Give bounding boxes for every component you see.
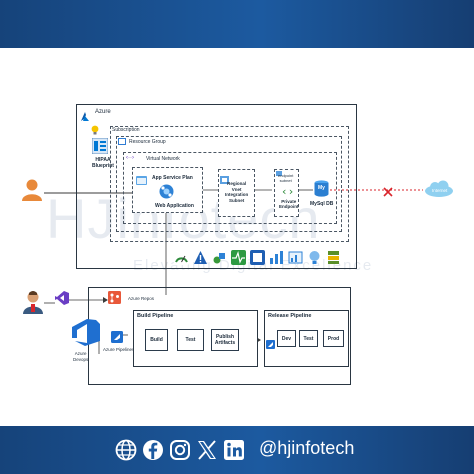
workbook-icon	[288, 250, 303, 265]
internet-cloud-icon	[424, 180, 454, 198]
azure-pipelines-icon	[111, 330, 123, 343]
endpoint-subnet-icon	[276, 171, 282, 176]
azure-pipelines-label: Azure Pipelines	[103, 347, 135, 352]
azure-repos-label: Azure Repos	[128, 296, 155, 301]
app-service-plan-label: App Service Plan	[152, 175, 193, 181]
app-service-plan-icon	[136, 172, 147, 185]
build-stage-build: Build	[145, 329, 168, 351]
release-stage-prod: Prod	[323, 330, 344, 347]
x-icon[interactable]	[194, 437, 220, 463]
linkedin-icon[interactable]	[221, 437, 247, 463]
social-handle[interactable]: @hjinfotech	[259, 438, 355, 458]
instagram-icon[interactable]	[167, 437, 193, 463]
azure-repos-icon	[108, 291, 121, 304]
storage-icon	[250, 250, 265, 265]
internet-label: Internet	[432, 188, 448, 193]
watermark-tagline: Elevating Digital Excellence	[133, 257, 374, 274]
user-icon	[20, 178, 44, 202]
resource-group-label: Resource Group	[129, 139, 166, 145]
web-application-icon	[159, 184, 174, 199]
visual-studio-icon	[55, 291, 69, 305]
warning-icon	[193, 250, 208, 265]
resource-group-boundary	[116, 136, 342, 232]
blueprint-icon	[91, 137, 109, 155]
virtual-network-icon: ‹··›	[126, 155, 134, 161]
private-endpoint-label: Private Endpoint	[279, 199, 299, 209]
virtual-network-label: Virtual Network	[146, 156, 180, 162]
hipaa-label: HIPAA Blueprint	[92, 157, 114, 169]
facebook-icon[interactable]	[140, 437, 166, 463]
private-endpoint-icon: ‹›	[281, 184, 294, 198]
build-pipeline-label: Build Pipeline	[137, 313, 174, 319]
azure-logo-icon	[80, 108, 90, 121]
web-application-label: Web Application	[155, 203, 194, 209]
regional-vnet-label: Regional Vnet Integration Subnet	[225, 181, 249, 203]
mysql-db-icon	[314, 180, 329, 197]
mysql-badge: My	[318, 185, 325, 191]
lightbulb-icon	[91, 122, 99, 135]
release-stage-dev: Dev	[277, 330, 296, 347]
database-stack-icon	[326, 250, 341, 265]
azure-boundary	[76, 104, 357, 269]
top-banner	[0, 0, 474, 48]
release-pipeline-label: Release Pipeline	[268, 313, 312, 319]
monitor-icon	[231, 250, 246, 265]
release-stage-test: Test	[299, 330, 318, 347]
endpoint-subnet-label: endpoint subnet	[278, 173, 294, 183]
virtual-network-boundary	[123, 152, 337, 224]
globe-icon[interactable]	[113, 437, 139, 463]
resource-group-icon	[118, 138, 126, 145]
app-insights-icon	[307, 250, 322, 265]
build-stage-test: Test	[177, 329, 204, 351]
developer-icon	[22, 290, 44, 314]
build-stage-publish-artifacts: Publish Artifacts	[211, 329, 239, 351]
subnet-icon	[220, 171, 229, 184]
endpoint-subnet-box	[274, 169, 299, 217]
blocked-x-icon	[383, 184, 393, 197]
svg-text:‹›: ‹›	[281, 185, 293, 197]
app-service-plan-box	[132, 167, 203, 213]
mysql-db-label: MySql DB	[310, 201, 334, 207]
azure-devops-icon	[72, 318, 100, 346]
azure-label: Azure	[95, 109, 111, 115]
analytics-icon	[269, 250, 284, 265]
subscription-label: Subscription	[112, 127, 140, 133]
release-pipeline-icon	[266, 336, 275, 349]
subscription-boundary	[110, 126, 349, 242]
gauge-icon	[174, 250, 189, 265]
key-vault-icon	[212, 250, 227, 265]
azure-devops-label: Azure Devops	[73, 351, 89, 362]
